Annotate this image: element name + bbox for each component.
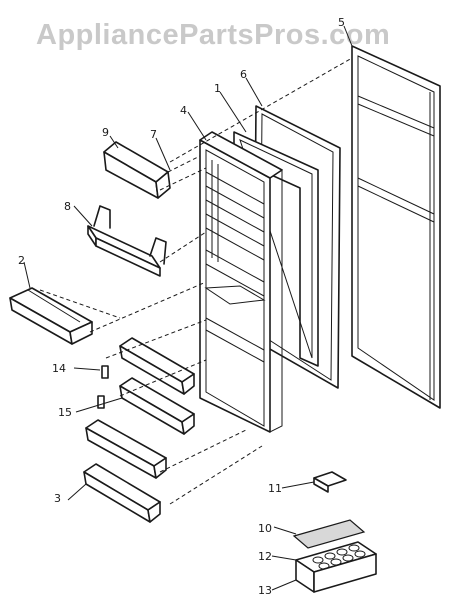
ice-part-11 [313,471,347,493]
callout-12: 12 [258,550,272,563]
callout-6: 6 [240,68,247,81]
callout-11: 11 [268,482,282,495]
callout-15: 15 [58,406,72,419]
callout-5: 5 [338,16,345,29]
door-panel-5 [351,45,441,409]
callout-4: 4 [180,104,187,117]
leader-lines [23,25,353,591]
door-bin-2 [9,287,93,345]
callout-10: 10 [258,522,272,535]
door-bin-lower [85,419,167,479]
door-bin-14 [119,337,195,395]
callout-7: 7 [150,128,157,141]
callout-3: 3 [54,492,61,505]
door-bin-3 [83,463,161,523]
ice-cover-10 [292,519,366,549]
bin-clip-14 [97,365,109,409]
callout-labels: 1 2 3 4 5 6 7 8 9 10 11 12 13 14 15 [18,16,345,597]
callout-1: 1 [214,82,221,95]
callout-2: 2 [18,254,25,267]
callout-9: 9 [102,126,109,139]
callout-14: 14 [52,362,66,375]
watermark: AppliancePartsPros.com [36,19,390,51]
callout-13: 13 [258,584,272,597]
ice-bin-13 [295,553,377,593]
callout-8: 8 [64,200,71,213]
door-bin-15 [119,377,195,435]
door-liner-4 [199,131,283,433]
dairy-bin-8 [87,205,167,277]
dairy-door-9 [103,141,171,199]
assembly-guides [39,57,353,505]
